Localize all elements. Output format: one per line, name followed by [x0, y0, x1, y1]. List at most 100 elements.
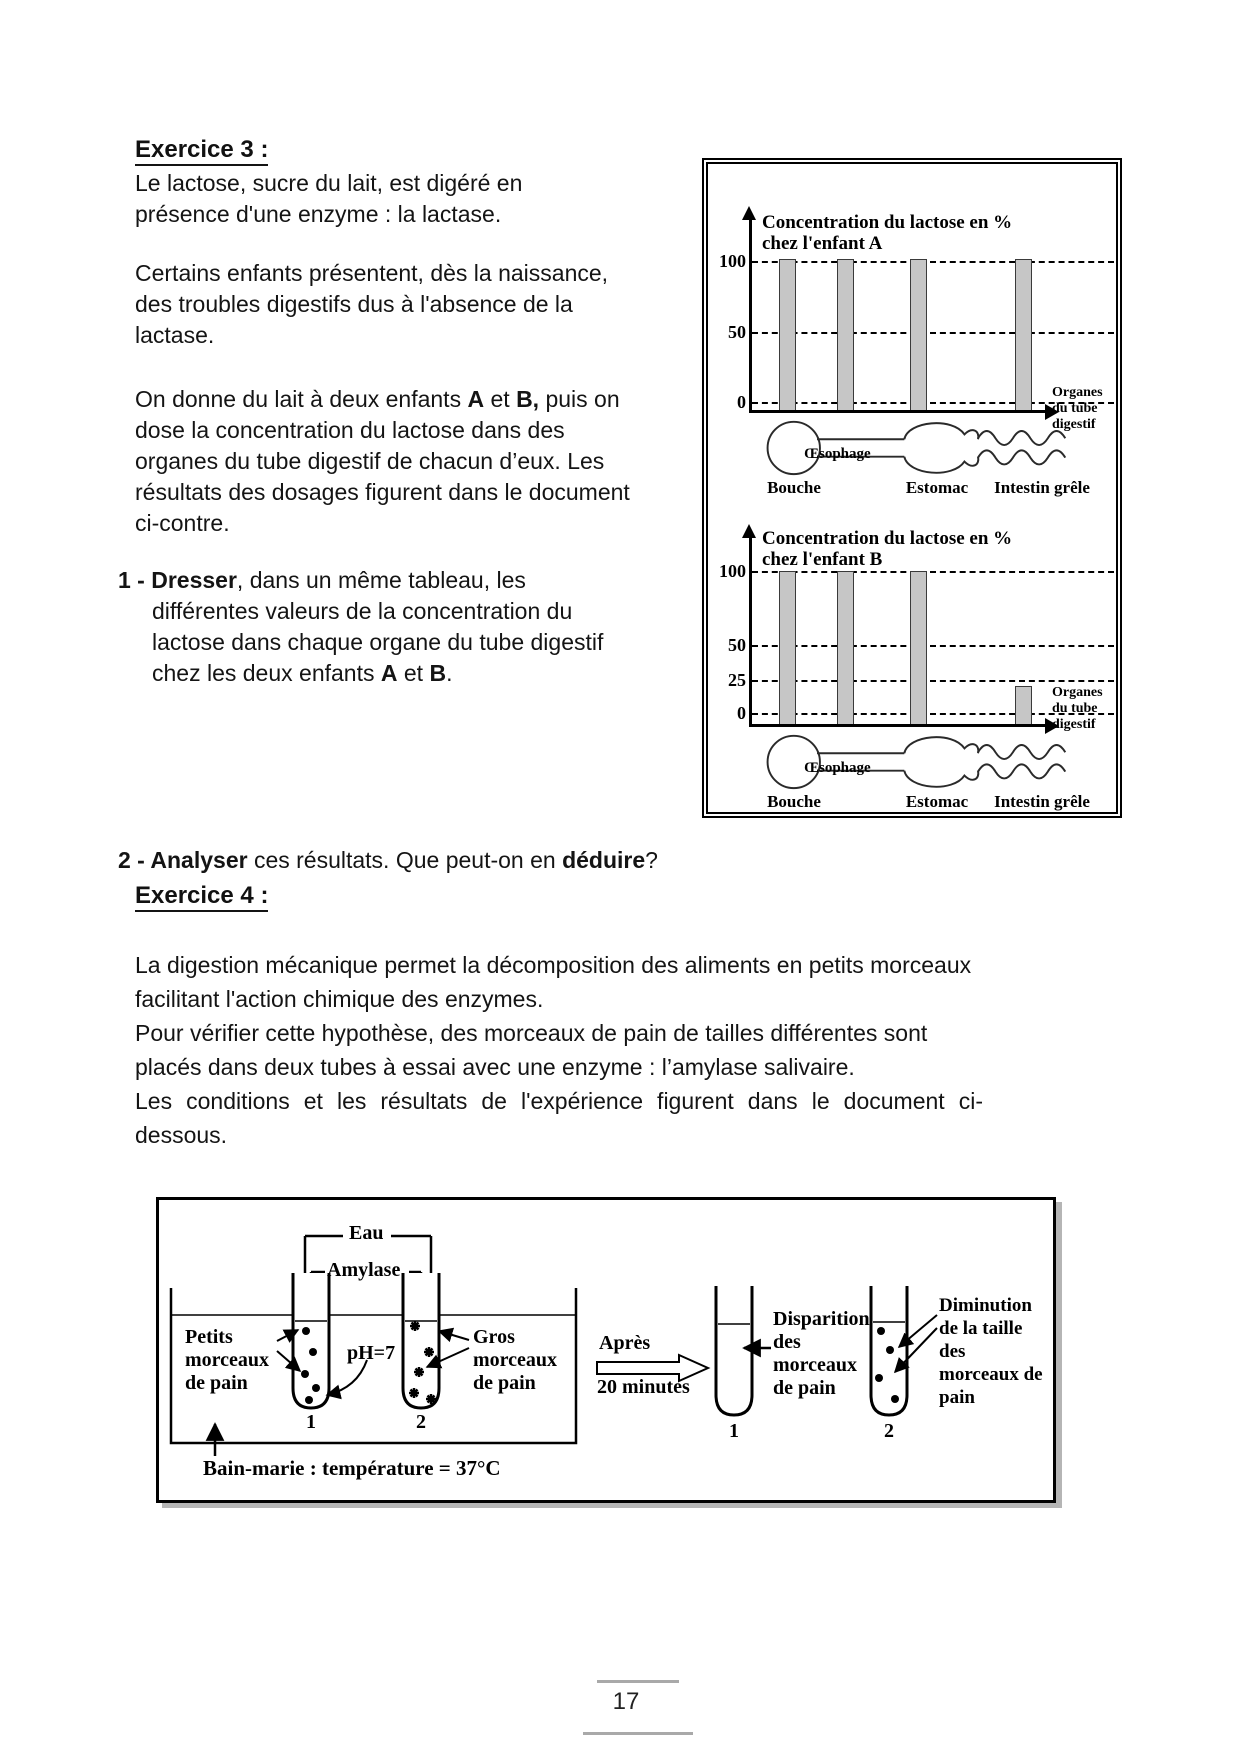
chart-b-xaxis [749, 724, 1045, 727]
chart-a-ytick-100: 100 [719, 251, 746, 271]
experiment-diagram: Eau Amylase Petits morceaux de pain pH=7… [156, 1197, 1056, 1503]
chart-b-gridline-25 [752, 680, 1114, 682]
chart-b-gridline-0 [752, 713, 1114, 715]
para3-text: puis on dose la concentration du lactose… [135, 386, 630, 536]
chart-a-yaxis [749, 218, 752, 411]
question1-text: . [446, 660, 453, 686]
chart-b-yaxis [749, 536, 752, 724]
vingt-minutes-label: 20 minutes [597, 1376, 690, 1398]
exercise4-heading-text: Exercice 4 : [135, 882, 269, 912]
chart-a-bars [750, 259, 1050, 411]
bar-Estomac [910, 259, 927, 411]
amylase-label: Amylase [327, 1259, 401, 1281]
question1-text: et [397, 660, 430, 686]
experiment-diagram-canvas [169, 1234, 938, 1456]
eau-label: Eau [349, 1222, 384, 1244]
exercise3-heading: Exercice 3 : [135, 136, 269, 166]
para3-text: On donne du lait à deux enfants [135, 386, 468, 412]
chart-a-xlabel-bouche: Bouche [767, 478, 821, 497]
chart-b-title: Concentration du lactose en % chez l'enf… [762, 528, 1012, 570]
chart-b-title-line2: chez l'enfant B [762, 549, 883, 570]
test-tube-1-before [291, 1273, 331, 1410]
chart-a-esophagus-label: Œsophage [804, 446, 871, 462]
tube1-number-before: 1 [306, 1411, 316, 1433]
chart-a-yaxis-arrow-icon [742, 206, 756, 220]
chart-b-gridline-50 [752, 645, 1114, 647]
exercise4-para3: Les conditions et les résultats de l'exp… [135, 1088, 983, 1148]
page-number-rule-bottom [583, 1732, 693, 1735]
diminution-arrows-icon [893, 1314, 938, 1374]
chart-a-gridline-100 [752, 261, 1114, 263]
petits-arrows-icon [276, 1329, 302, 1372]
lactose-figure: Concentration du lactose en % chez l'enf… [702, 158, 1122, 818]
chart-a-gridline-0 [752, 402, 1114, 404]
bar-Intestin grêle [1015, 259, 1032, 411]
page-number: 17 [612, 1688, 640, 1715]
chart-b-yaxis-arrow-icon [742, 524, 756, 538]
bar-Estomac [910, 571, 927, 724]
chart-b-title-line1: Concentration du lactose en % [762, 528, 1013, 549]
gros-morceaux-label: Gros morceaux de pain [473, 1326, 558, 1394]
exercise3-heading-text: Exercice 3 : [135, 136, 269, 166]
test-tube-2-after [869, 1286, 909, 1417]
exercise3-para1: Le lactose, sucre du lait, est digéré en… [135, 170, 523, 227]
question1: 1 - Dresser, dans un même tableau, les d… [118, 565, 638, 689]
apres-label: Après [599, 1332, 651, 1354]
chart-b-organs-label: Organes du tube digestif [1052, 685, 1103, 732]
diminution-label: Diminution de la taille des morceaux de … [939, 1295, 1043, 1408]
question1-text: , dans un même tableau, les différentes … [152, 567, 604, 686]
exercise3-para2: Certains enfants présentent, dès la nais… [135, 260, 609, 348]
chart-a-ytick-0: 0 [737, 392, 746, 412]
chart-a-organs-label: Organes du tube digestif [1052, 385, 1103, 432]
bar-Bouche [779, 571, 796, 724]
exercise4-para2: Pour vérifier cette hypothèse, des morce… [135, 1020, 928, 1080]
question1-bold-A: A [380, 660, 398, 686]
chart-a-title: Concentration du lactose en % chez l'enf… [762, 212, 1012, 254]
chart-a-xaxis-arrow-icon [1045, 404, 1059, 420]
question2-bold-deduire: déduire [562, 847, 646, 873]
page-number-rule-top [597, 1680, 679, 1683]
exercise4-para1: La digestion mécanique permet la décompo… [135, 952, 972, 1012]
question2-number: 2 - [118, 847, 151, 873]
chart-b-esophagus-label: Œsophage [804, 760, 871, 776]
chart-a-ytick-50: 50 [728, 322, 746, 342]
test-tube-2-before [401, 1273, 441, 1410]
chart-a-title-line2: chez l'enfant A [762, 233, 883, 254]
chart-a-title-line1: Concentration du lactose en % [762, 212, 1013, 233]
ph-label: pH=7 [347, 1342, 396, 1364]
tube2-number-before: 2 [416, 1411, 426, 1433]
lactose-figure-inner: Concentration du lactose en % chez l'enf… [706, 162, 1118, 814]
chart-b-ytick-50: 50 [728, 635, 746, 655]
question2: 2 - Analyser ces résultats. Que peut-on … [118, 845, 1018, 876]
bain-marie-label: Bain-marie : température = 37°C [203, 1456, 501, 1480]
para3-bold-B: B, [516, 386, 540, 412]
question2-bold-analyser: Analyser [150, 847, 248, 873]
chart-b-xlabel-estomac: Estomac [905, 792, 969, 811]
chart-b-xlabel-intestin: Intestin grêle [994, 792, 1090, 811]
question1-number: 1 - [118, 567, 152, 593]
disparition-label: Disparition des morceaux de pain [773, 1308, 870, 1399]
big-bread-pieces-icon [409, 1321, 436, 1404]
question1-bold-dresser: Dresser [151, 567, 237, 593]
bain-marie-container [169, 1288, 578, 1445]
chart-b-ytick-25: 25 [728, 670, 746, 690]
bar-Bouche [779, 259, 796, 411]
exercise3-para3: On donne du lait à deux enfants A et B, … [135, 384, 650, 539]
after-20-minutes-arrow-icon [596, 1353, 711, 1383]
para3-text: et [484, 386, 517, 412]
tube2-number-after: 2 [884, 1420, 894, 1442]
question2-text: ? [645, 847, 658, 873]
chart-a-xlabel-intestin: Intestin grêle [994, 478, 1090, 497]
chart-a-gridline-50 [752, 332, 1114, 334]
bar-Œsophage [837, 571, 854, 724]
small-bread-pieces-icon [301, 1327, 320, 1404]
ph-arrow-icon [325, 1359, 368, 1400]
exercise4-heading: Exercice 4 : [135, 882, 269, 912]
tube1-number-after: 1 [729, 1420, 739, 1442]
chart-b-gridline-100 [752, 571, 1114, 573]
exercise4-intro: La digestion mécanique permet la décompo… [135, 948, 983, 1152]
question1-bold-B: B [429, 660, 447, 686]
bar-Œsophage [837, 259, 854, 411]
question2-text: ces résultats. Que peut-on en [247, 847, 563, 873]
